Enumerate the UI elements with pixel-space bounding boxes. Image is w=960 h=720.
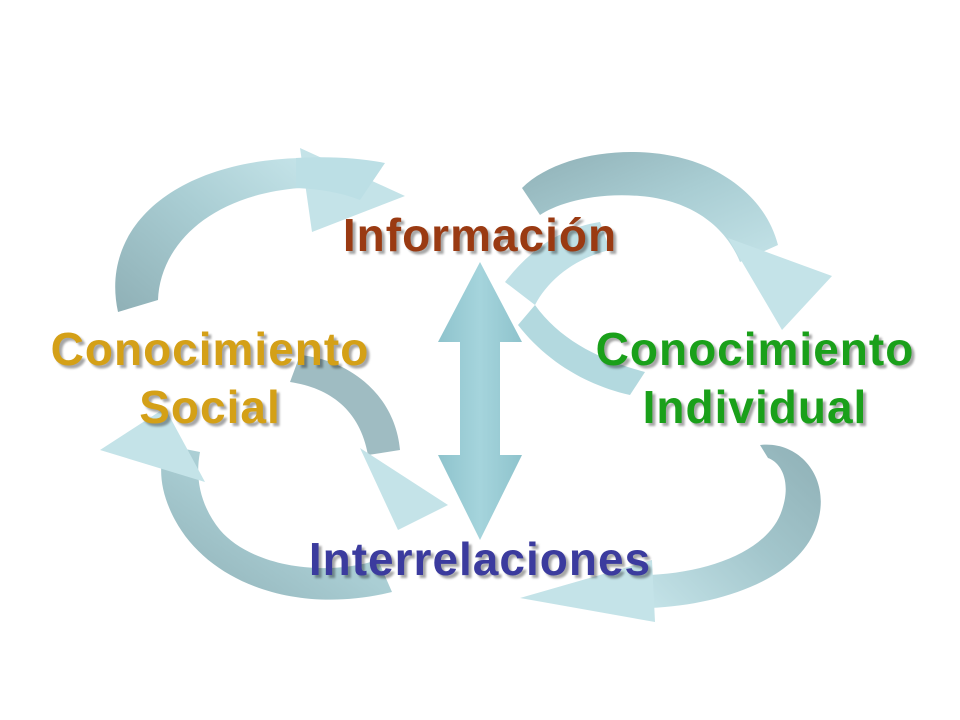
arrow-individual-to-interrelaciones (520, 444, 821, 622)
node-conocimiento-individual: Conocimiento Individual (565, 320, 945, 436)
arrow-informacion-to-individual (505, 151, 832, 395)
node-social-line2: Social (139, 381, 281, 433)
node-conocimiento-social: Conocimiento Social (20, 320, 400, 436)
node-individual-line2: Individual (642, 381, 868, 433)
node-social-line1: Conocimiento (50, 323, 370, 375)
double-arrow-informacion-interrelaciones (438, 262, 522, 540)
node-informacion: Información (280, 206, 680, 264)
node-individual-line1: Conocimiento (595, 323, 915, 375)
node-interrelaciones: Interrelaciones (250, 530, 710, 588)
node-interrelaciones-text: Interrelaciones (308, 533, 652, 585)
arrow-social-to-informacion (115, 148, 405, 312)
arrow-interrelaciones-to-social (100, 355, 448, 600)
node-informacion-text: Información (342, 209, 618, 261)
